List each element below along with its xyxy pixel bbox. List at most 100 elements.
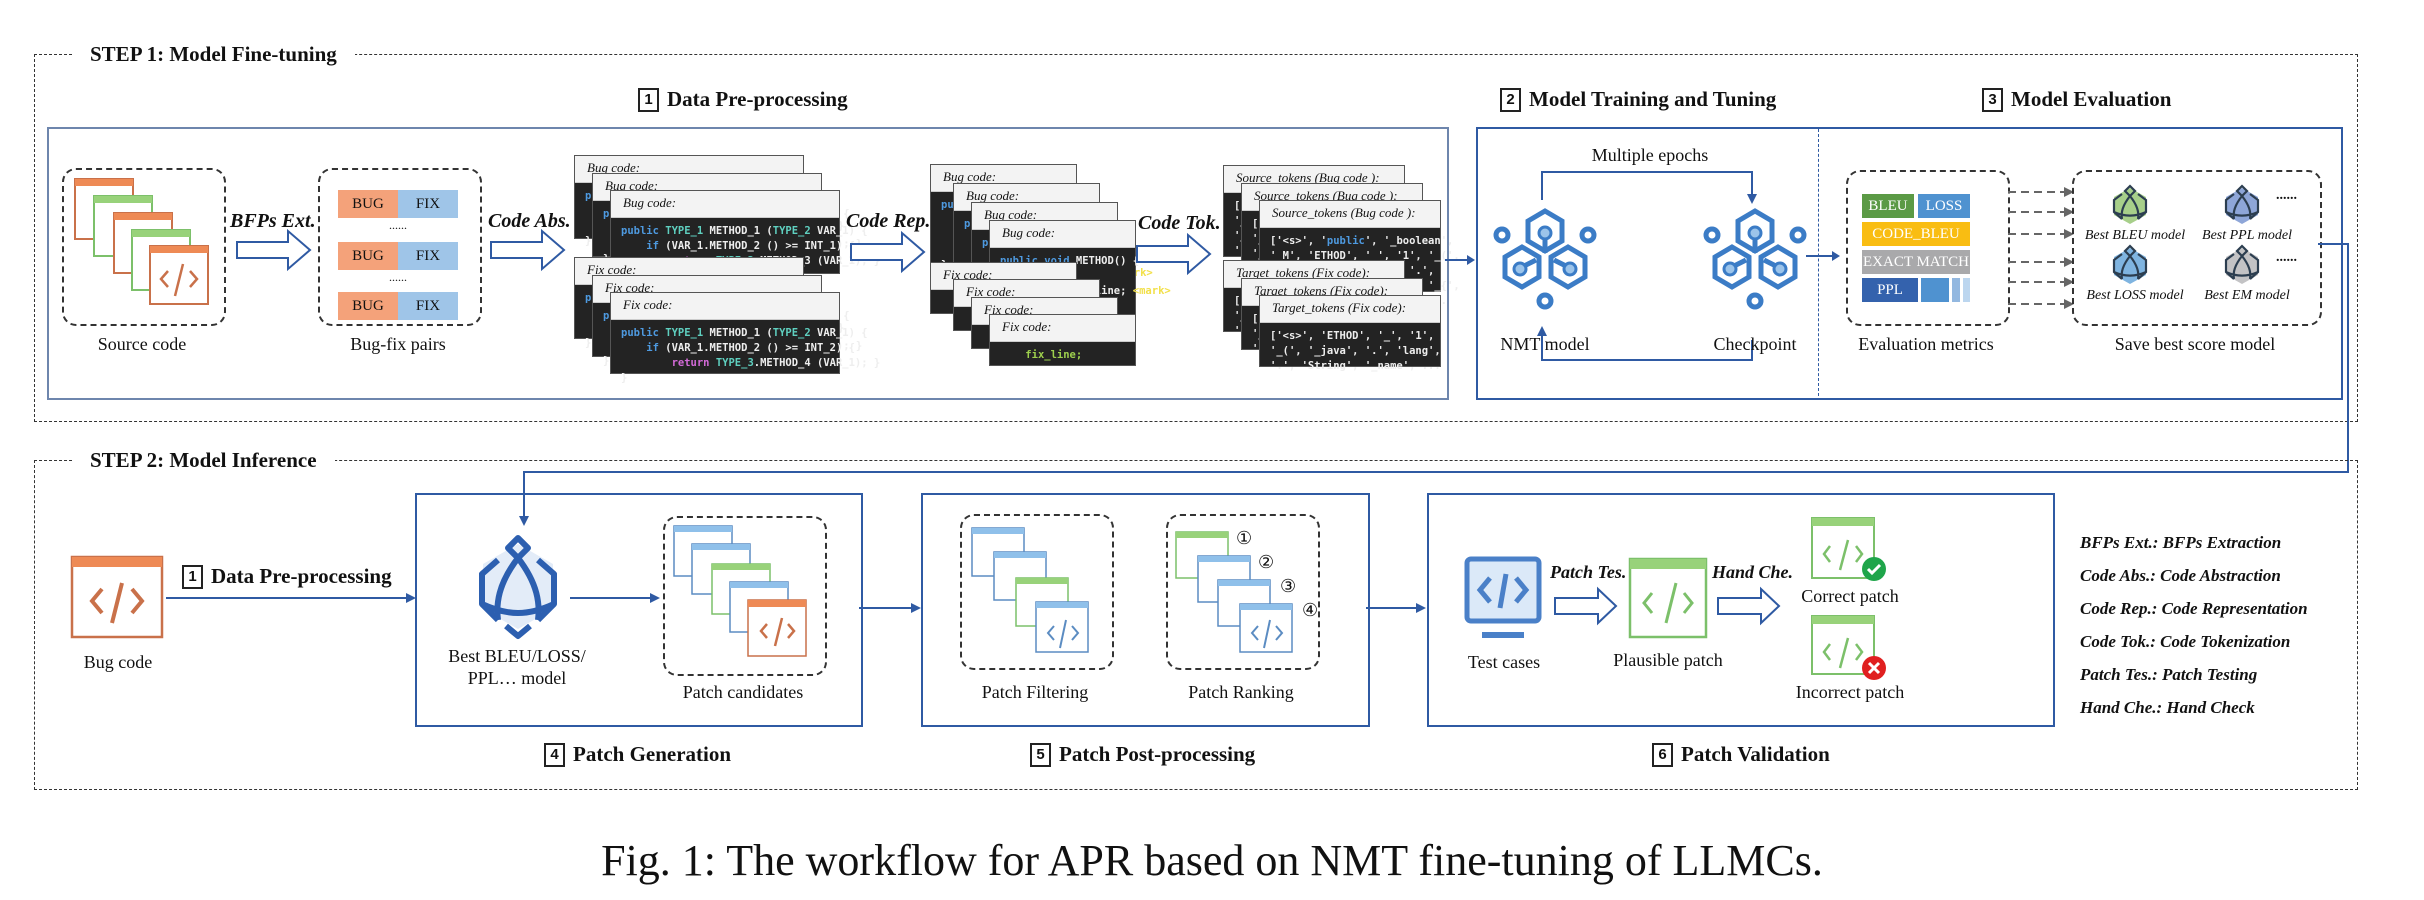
bug-cell: BUG bbox=[338, 242, 398, 270]
metric-loss: LOSS bbox=[1918, 194, 1970, 218]
plausible-patch-label: Plausible patch bbox=[1613, 650, 1723, 670]
patch-candidates-group bbox=[663, 516, 827, 676]
save-best-model-label: Save best score model bbox=[2114, 334, 2276, 354]
nmt-model-label: NMT model bbox=[1500, 334, 1590, 354]
card-code: ['<s>', 'ETHOD', '_', '1', '_(', '_java'… bbox=[1270, 330, 1441, 372]
arrow-to-patch-generation bbox=[166, 593, 416, 603]
bug-code-file-icon bbox=[70, 555, 164, 639]
test-cases-icon bbox=[1464, 556, 1542, 638]
evaluation-metrics-group bbox=[1846, 170, 2010, 326]
card-header: Source_tokens (Bug code ): bbox=[1260, 201, 1440, 228]
best-model-label-line1: Best BLEU/LOSS/ bbox=[448, 646, 586, 666]
section-number: 4 bbox=[544, 742, 565, 767]
models-ellipsis-2: ...... bbox=[2276, 250, 2297, 265]
metric-bleu: BLEU bbox=[1862, 194, 1914, 218]
arrow-label-bfps-ext: BFPs Ext. bbox=[230, 210, 316, 232]
patch-filtering-label: Patch Filtering bbox=[981, 682, 1089, 702]
incorrect-patch-label: Incorrect patch bbox=[1795, 682, 1905, 702]
arrow-code-abs bbox=[490, 228, 566, 272]
data-preprocessing-box bbox=[47, 127, 1449, 400]
arrow-label-hand-che: Hand Che. bbox=[1712, 562, 1794, 582]
best-model-label: Best LOSS model bbox=[2086, 288, 2184, 303]
section-number: 6 bbox=[1652, 742, 1673, 767]
metric-bar-segment bbox=[1963, 278, 1970, 302]
best-model-icon bbox=[479, 535, 557, 639]
legend-item: Code Rep.: Code Representation bbox=[2080, 599, 2308, 618]
section-label: Data Pre-processing bbox=[667, 87, 848, 111]
metric-bar-segment bbox=[1952, 278, 1960, 302]
figure-caption: Fig. 1: The workflow for APR based on NM… bbox=[601, 836, 1823, 885]
section-label: Patch Generation bbox=[573, 742, 732, 766]
patch-generation-box bbox=[415, 493, 863, 727]
section-title-model-evaluation: 3 Model Evaluation bbox=[1982, 87, 2171, 112]
rank-number: ② bbox=[1258, 552, 1275, 572]
section-number: 5 bbox=[1030, 742, 1051, 767]
best-model-label-line2: PPL… model bbox=[467, 668, 567, 688]
source-code-group bbox=[62, 168, 226, 326]
epoch-loop-arrows bbox=[1537, 171, 1757, 361]
checkpoint-icon bbox=[1703, 208, 1807, 310]
rank-number: ④ bbox=[1302, 600, 1319, 620]
patch-candidates-icon bbox=[673, 525, 807, 657]
card-header: Bug code: bbox=[611, 191, 839, 218]
incorrect-patch-icon bbox=[1811, 615, 1886, 680]
metric-ppl: PPL bbox=[1862, 278, 1918, 302]
metric-exact-match: EXACT MATCH bbox=[1862, 250, 1970, 274]
model-icon bbox=[2224, 184, 2260, 224]
best-model-label: Best PPL model bbox=[2202, 228, 2292, 243]
save-best-model-group bbox=[2072, 170, 2322, 326]
section-title-patch-validation: 6 Patch Validation bbox=[1652, 742, 1830, 767]
patch-post-processing-box bbox=[921, 493, 1370, 727]
card-code: public TYPE_1 METHOD_1 (TYPE_2 VAR_1) { … bbox=[621, 327, 881, 384]
arrow-label-patch-tes: Patch Tes. bbox=[1550, 562, 1627, 582]
section-label: Patch Validation bbox=[1681, 742, 1830, 766]
arrow-to-candidates bbox=[570, 593, 660, 603]
bug-code-label: Bug code bbox=[83, 652, 153, 672]
patch-filtering-group bbox=[960, 514, 1114, 670]
code-file-icon bbox=[74, 178, 209, 305]
section-label: Model Training and Tuning bbox=[1529, 87, 1777, 111]
fix-cell: FIX bbox=[398, 242, 458, 270]
rank-number: ① bbox=[1236, 528, 1253, 548]
rank-number: ③ bbox=[1280, 576, 1297, 596]
section-label: Model Evaluation bbox=[2011, 87, 2172, 111]
models-ellipsis-1: ...... bbox=[2276, 188, 2297, 203]
metric-bar-segment bbox=[1921, 278, 1949, 302]
model-icon bbox=[2112, 184, 2148, 224]
evaluation-metrics-label: Evaluation metrics bbox=[1858, 334, 1994, 354]
section-title-patch-post-processing: 5 Patch Post-processing bbox=[1030, 742, 1255, 767]
arrow-to-post-processing bbox=[859, 603, 921, 613]
section-label: Data Pre-processing bbox=[211, 564, 392, 588]
checkpoint-label: Checkpoint bbox=[1713, 334, 1797, 354]
training-evaluation-box bbox=[1476, 127, 2343, 400]
source-code-files-icon bbox=[74, 178, 209, 305]
section-title-model-training: 2 Model Training and Tuning bbox=[1500, 87, 1776, 112]
target-tokens-card: Target_tokens (Fix code):['<s>', 'ETHOD'… bbox=[1259, 295, 1441, 372]
fix-cell: FIX bbox=[398, 190, 458, 218]
section-title-inference-data-preprocessing: 1 Data Pre-processing bbox=[182, 564, 392, 589]
test-cases-label: Test cases bbox=[1467, 652, 1541, 672]
patch-ranking-label: Patch Ranking bbox=[1188, 682, 1294, 702]
section-number: 1 bbox=[638, 87, 659, 112]
patch-ranking-icon bbox=[1175, 531, 1293, 653]
bug-cell: BUG bbox=[338, 292, 398, 320]
card-header: Target_tokens (Fix code): bbox=[1242, 279, 1422, 306]
legend-item: BFPs Ext.: BFPs Extraction bbox=[2080, 533, 2282, 552]
metric-code-bleu: CODE_BLEU bbox=[1862, 222, 1970, 246]
bug-cell: BUG bbox=[338, 190, 398, 218]
correct-patch-label: Correct patch bbox=[1801, 586, 1899, 606]
step1-title: STEP 1: Model Fine-tuning bbox=[72, 42, 355, 67]
fix-cell: FIX bbox=[398, 292, 458, 320]
legend-item: Hand Che.: Hand Check bbox=[2080, 698, 2255, 717]
card-header: Bug code: bbox=[990, 221, 1135, 248]
card-code: fix_line; bbox=[1025, 349, 1083, 361]
bug-fix-pairs-group bbox=[318, 168, 482, 326]
fix-code-card: Fix code:public TYPE_1 METHOD_1 (TYPE_2 … bbox=[610, 292, 880, 384]
arrow-label-code-abs: Code Abs. bbox=[488, 210, 571, 232]
card-header: Fix code: bbox=[990, 315, 1135, 342]
best-model-label: Best EM model bbox=[2204, 288, 2290, 303]
section-number: 1 bbox=[182, 564, 203, 589]
section-title-patch-generation: 4 Patch Generation bbox=[544, 742, 731, 767]
arrow-hand-che bbox=[1717, 586, 1781, 626]
fix-code-card: Fix code: fix_line; bbox=[989, 314, 1136, 366]
